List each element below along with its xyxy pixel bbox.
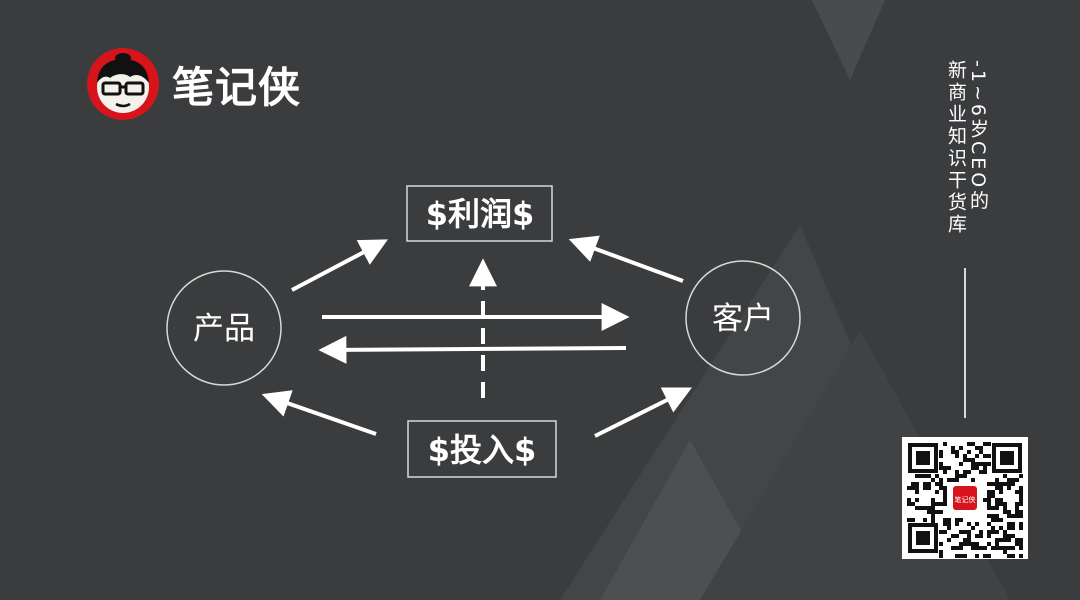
tagline-line-2: 新商业知识干货库 bbox=[945, 60, 967, 236]
brand-logo: 笔记侠 bbox=[86, 47, 301, 121]
brand-name: 笔记侠 bbox=[172, 62, 302, 112]
divider-line bbox=[964, 268, 966, 418]
mascot-icon bbox=[87, 48, 159, 120]
node-investment: $投入$ bbox=[407, 420, 557, 478]
edge-customer-to-profit bbox=[568, 235, 684, 283]
node-customer: 客户 bbox=[685, 260, 801, 376]
tagline: -1~6岁CEO的 新商业知识干货库 bbox=[929, 60, 989, 250]
node-customer-label: 客户 bbox=[712, 301, 774, 337]
qr-brand-badge bbox=[953, 486, 977, 510]
edge-product-to-profit bbox=[291, 239, 388, 292]
qr-badge-text: 笔记侠 bbox=[955, 495, 976, 504]
edge-investment-to-customer bbox=[594, 387, 693, 438]
qr-code[interactable]: 笔记侠 bbox=[902, 437, 1028, 559]
node-product-label: 产品 bbox=[193, 311, 255, 347]
edge-customer-to-product bbox=[318, 335, 627, 364]
node-profit: $利润$ bbox=[406, 185, 553, 242]
tagline-line-1: -1~6岁CEO的 bbox=[967, 60, 989, 213]
node-product: 产品 bbox=[166, 270, 282, 386]
node-profit-label: $利润$ bbox=[426, 195, 535, 233]
qr-code-icon: 笔记侠 bbox=[907, 442, 1023, 558]
node-investment-label: $投入$ bbox=[428, 431, 537, 469]
edge-investment-to-product bbox=[261, 390, 377, 436]
